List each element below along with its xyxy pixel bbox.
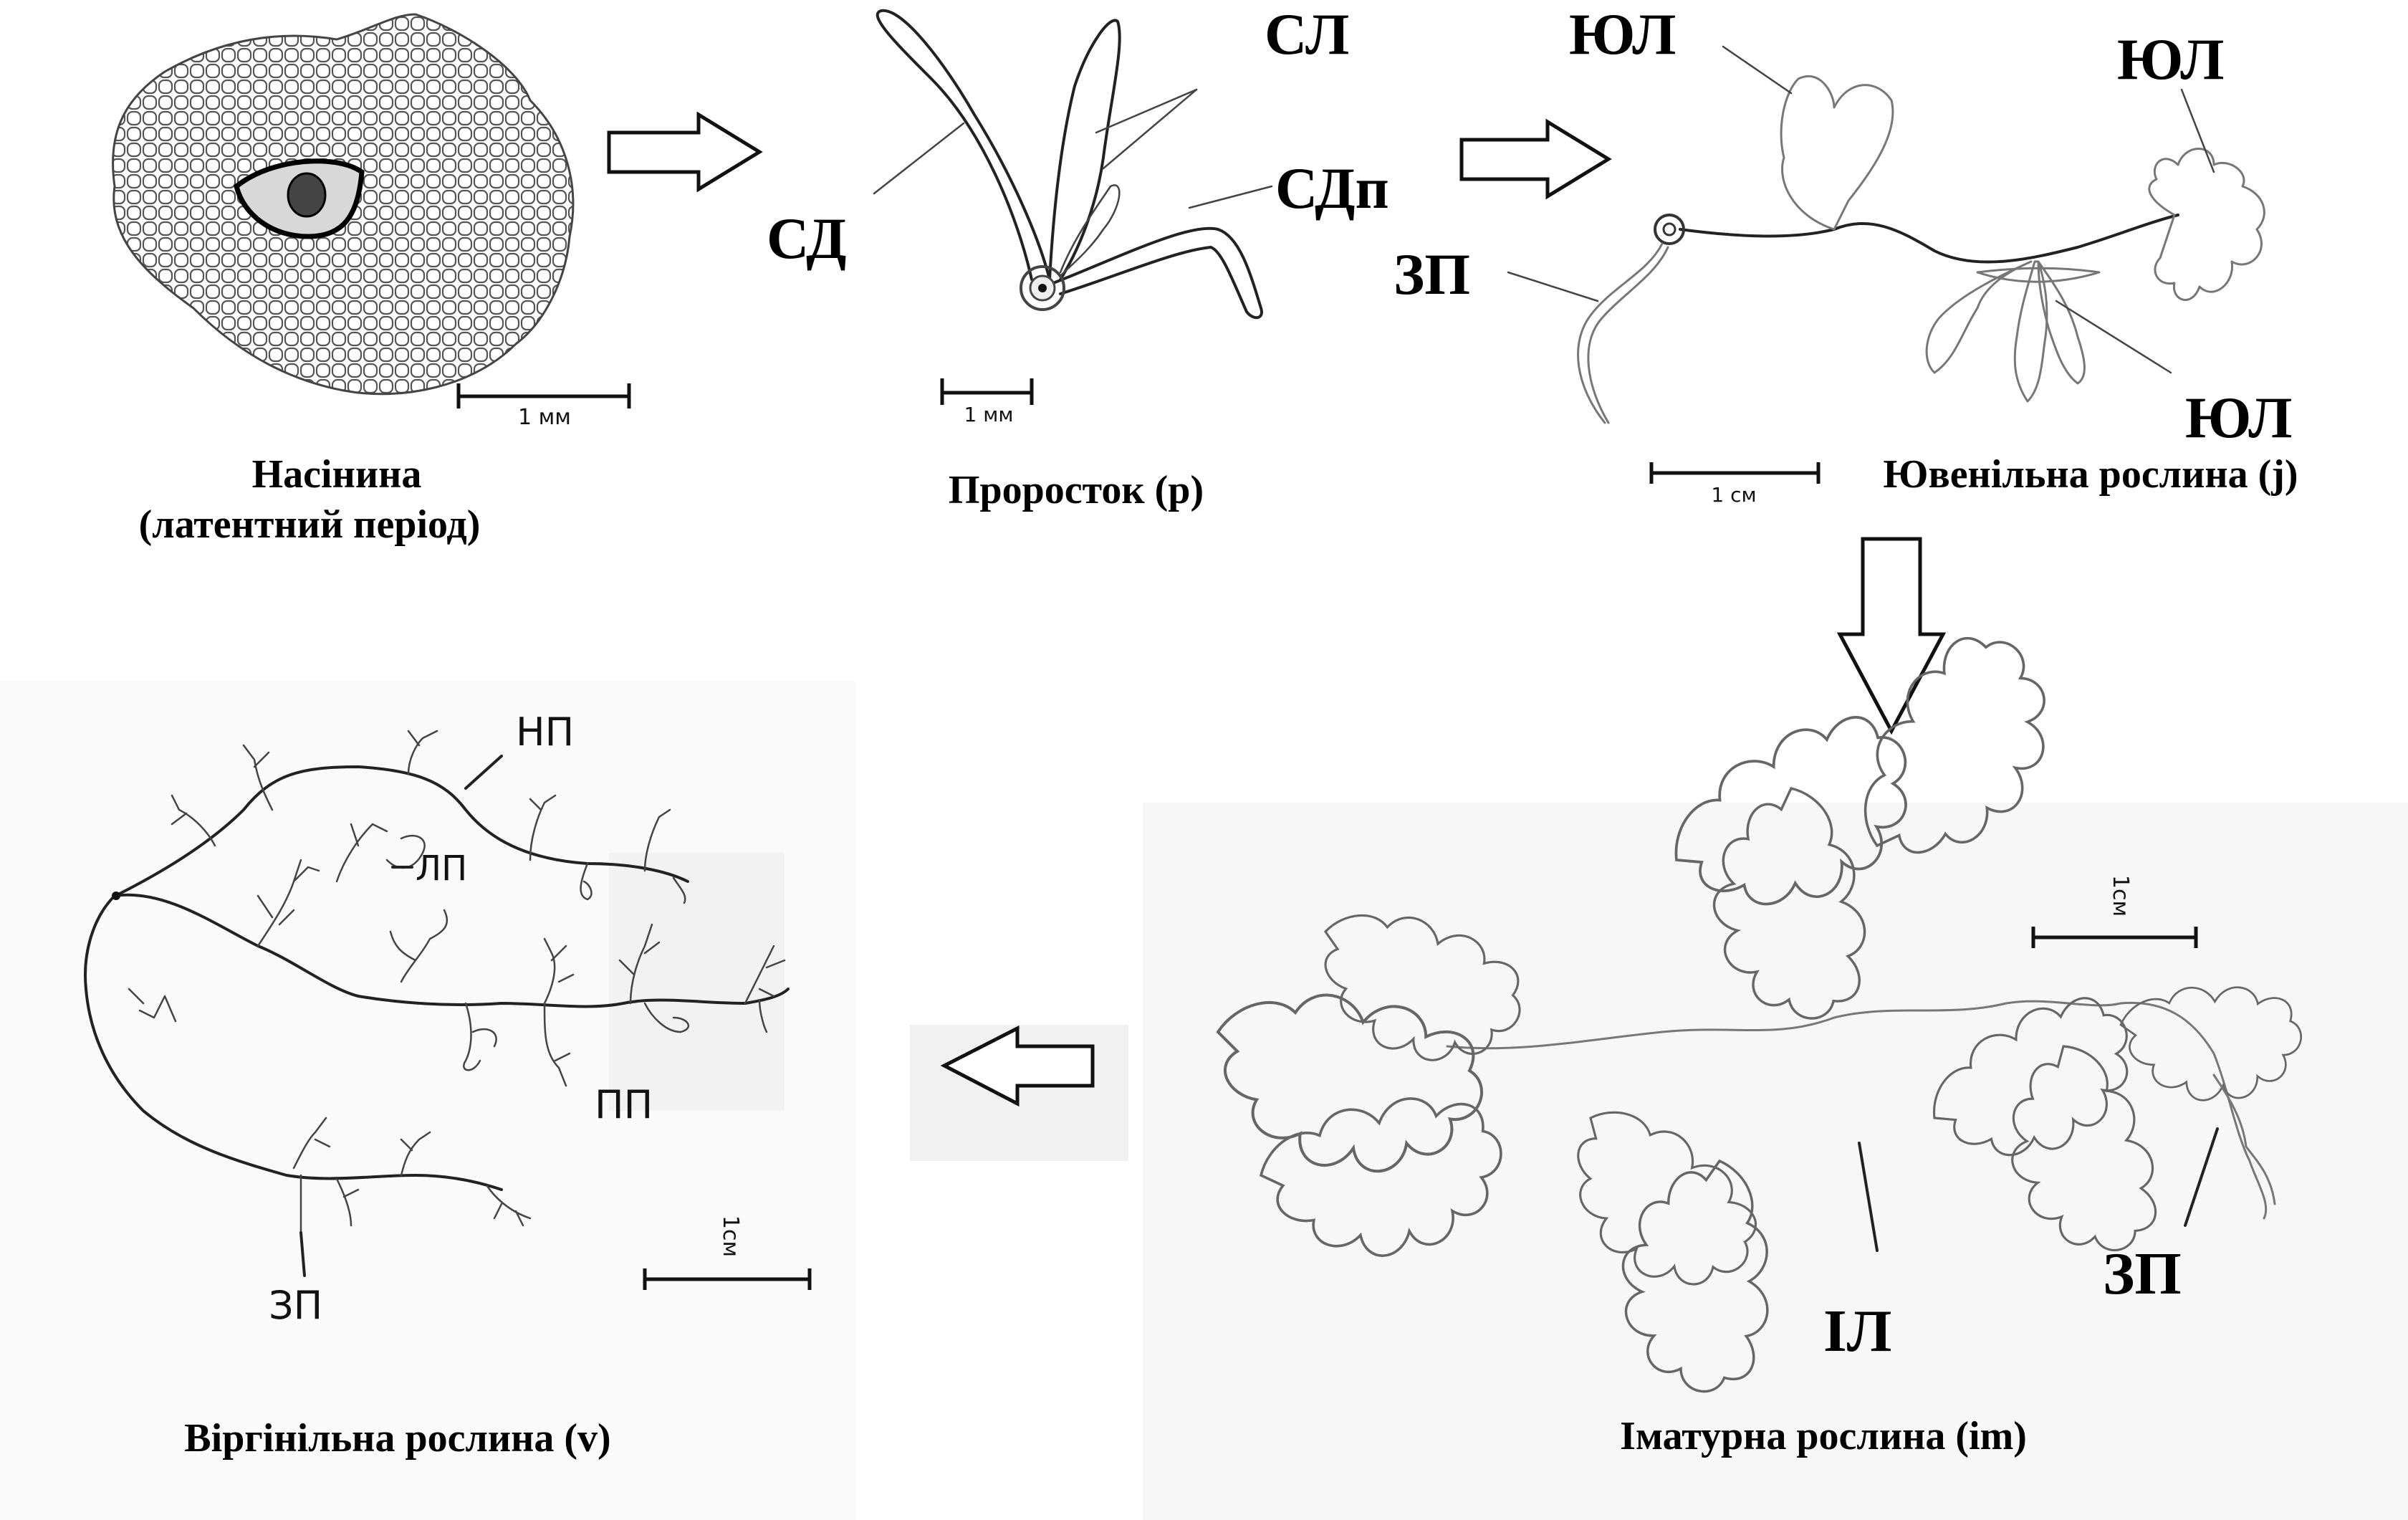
- immature-scale-bar: 1см: [2031, 875, 2198, 948]
- arrow-left: [940, 1025, 1095, 1107]
- immature-drawing: [1218, 613, 2311, 1405]
- virginal-label-leaders: [299, 755, 503, 1277]
- seed-scale-label: 1 мм: [518, 405, 571, 430]
- seedling-scale-label: 1 мм: [964, 403, 1014, 426]
- seed-scale-bar: 1 мм: [456, 383, 631, 430]
- virginal-label-pp: ПП: [595, 1082, 653, 1127]
- virginal-scale-bar: 1см: [643, 1215, 812, 1290]
- juvenile-label-yul-1: ЮЛ: [1569, 1, 1676, 67]
- seedling-scale-bar: 1 мм: [940, 378, 1034, 426]
- arrow-down: [1836, 537, 1947, 735]
- seed-caption-line1: Насінина: [252, 452, 422, 497]
- immature-scale-label: 1см: [2108, 875, 2133, 917]
- seedling-label-sl: СЛ: [1265, 1, 1349, 67]
- virginal-caption: Віргінільна рослина (v): [184, 1416, 610, 1461]
- arrow-right-2: [1459, 118, 1612, 200]
- virginal-label-zp: ЗП: [269, 1283, 322, 1328]
- immature-caption: Іматурна рослина (im): [1620, 1414, 2027, 1458]
- virginal-scale-label: 1см: [718, 1215, 743, 1257]
- immature-label-zp: ЗП: [2103, 1241, 2182, 1307]
- seedling-label-sd: СД: [767, 206, 847, 271]
- seedling-label-leaders: [873, 88, 1273, 209]
- juvenile-scale-label: 1 см: [1711, 483, 1756, 507]
- juvenile-label-leaders: [1507, 45, 2215, 374]
- seed-drawing: [112, 13, 575, 396]
- virginal-label-lp: ЛП: [416, 849, 467, 889]
- juvenile-drawing: [1577, 75, 2265, 424]
- virginal-label-np: НП: [516, 709, 574, 755]
- immature-label-il: ІЛ: [1823, 1298, 1891, 1364]
- immature-panel-bg: [1143, 803, 2408, 1520]
- immature-label-leaders: [1858, 1127, 2219, 1252]
- seedling-caption: Проросток (p): [949, 468, 1204, 512]
- virginal-scale-bg: [609, 853, 785, 1111]
- juvenile-label-yul-3: ЮЛ: [2185, 385, 2292, 450]
- seedling-label-sdp: СДп: [1275, 156, 1389, 221]
- juvenile-label-yul-2: ЮЛ: [2117, 27, 2224, 92]
- juvenile-caption: Ювенільна рослина (j): [1883, 452, 2298, 497]
- seedling-drawing: [876, 9, 1263, 320]
- juvenile-label-zp: ЗП: [1394, 242, 1470, 307]
- seed-caption-line2: (латентний період): [139, 502, 481, 547]
- arrow-right-1: [607, 111, 763, 193]
- juvenile-scale-bar: 1 см: [1649, 462, 1821, 507]
